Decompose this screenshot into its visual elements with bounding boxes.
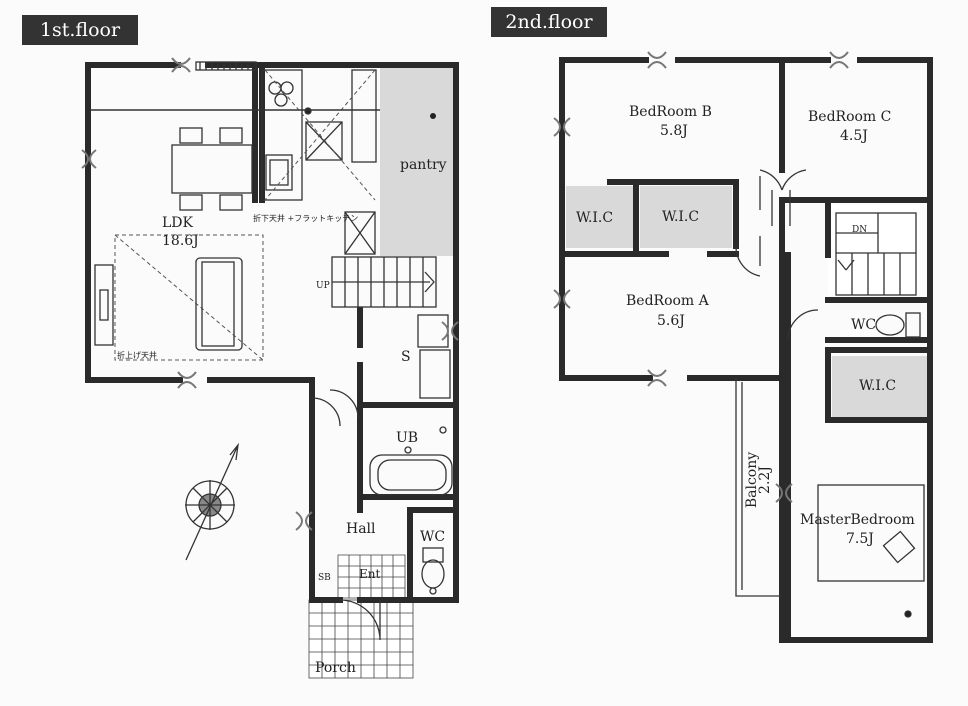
dining-set xyxy=(90,109,380,211)
toilet-2f xyxy=(787,309,921,341)
pantry-label: pantry xyxy=(400,157,447,173)
porch-tiles xyxy=(308,599,414,679)
living-ceiling xyxy=(114,234,264,361)
master-bed xyxy=(817,484,925,618)
porch-label: Porch xyxy=(315,660,356,676)
ldk-label: LDK xyxy=(162,215,193,231)
bedroom-a-size: 5.6J xyxy=(657,313,685,329)
wic-3-label: W.I.C xyxy=(859,378,897,394)
shoe-box-label: SB xyxy=(318,573,331,583)
floor2-title-badge: 2nd.floor xyxy=(491,7,607,37)
entrance-label: Ent xyxy=(359,567,381,581)
master-bedroom-label: MasterBedroom xyxy=(800,512,915,528)
ldk-size: 18.6J xyxy=(162,233,199,249)
stairs-2f xyxy=(835,212,917,296)
living-ceiling-note: 折上げ天井 xyxy=(117,351,157,360)
storage-label: S xyxy=(401,349,411,365)
entrance-door-swing xyxy=(339,599,381,641)
toilet-1f xyxy=(421,547,445,595)
kitchen-counter xyxy=(261,69,312,201)
stairs-1f xyxy=(331,256,437,308)
bath-label: UB xyxy=(396,430,419,446)
bedroom-a-label: BedRoom A xyxy=(626,293,709,309)
wic-gray-areas xyxy=(566,186,928,420)
bathtub xyxy=(369,426,453,496)
compass-rose xyxy=(185,442,239,561)
kitchen-ceiling-note: 折下天井 +フラットキッチン xyxy=(253,214,359,223)
wc-1f-label: WC xyxy=(420,529,446,545)
tv-unit xyxy=(94,264,114,346)
stairs-dn-label: DN xyxy=(852,225,868,235)
window-marks xyxy=(81,51,849,531)
pantry-outlet xyxy=(430,113,436,119)
window-ldk-top xyxy=(195,61,257,71)
stairs-up-label: UP xyxy=(316,281,330,291)
wic-1-label: W.I.C xyxy=(576,210,614,226)
floor1-title-badge: 1st.floor xyxy=(22,15,138,45)
floor2-walls xyxy=(559,57,933,643)
pantry-area xyxy=(380,66,456,256)
hall-door-swings-2f xyxy=(735,169,807,277)
ldk-door-swing xyxy=(311,397,341,427)
balcony-outline xyxy=(735,378,782,597)
bedroom-c-label: BedRoom C xyxy=(808,109,892,125)
sofa xyxy=(195,257,243,351)
master-bedroom-size: 7.5J xyxy=(846,531,874,547)
fridge-and-cabinets xyxy=(264,69,377,255)
balcony-size: 2.2J xyxy=(756,466,773,494)
wic-2-label: W.I.C xyxy=(662,209,700,225)
hall-label: Hall xyxy=(346,521,376,537)
bedroom-c-size: 4.5J xyxy=(840,128,868,144)
wc-2f-label: WC xyxy=(851,317,877,333)
bedroom-b-size: 5.8J xyxy=(660,123,688,139)
bedroom-b-label: BedRoom B xyxy=(629,104,712,120)
